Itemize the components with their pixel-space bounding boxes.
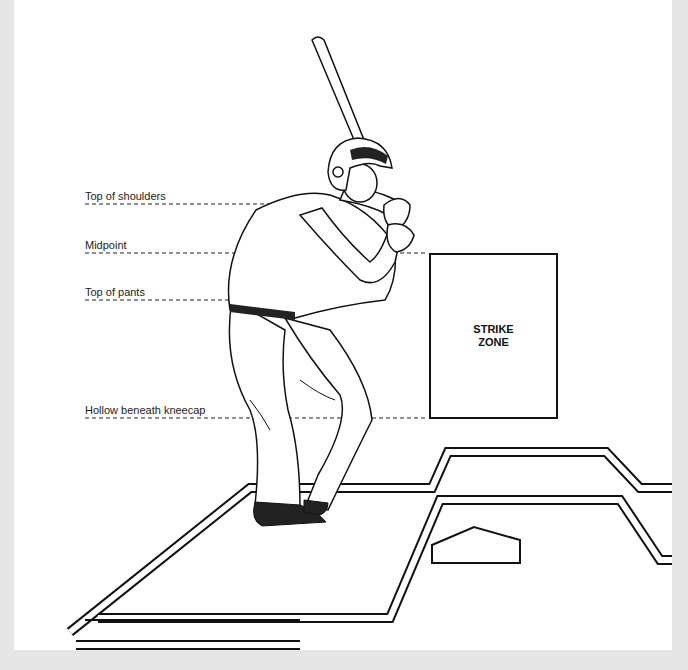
zone-label: STRIKE ZONE (464, 323, 524, 349)
level-label: Top of pants (85, 286, 145, 299)
level-label: Top of shoulders (85, 190, 166, 203)
level-label: Hollow beneath kneecap (85, 404, 205, 417)
strike-zone-box: STRIKE ZONE (429, 253, 558, 419)
level-label: Midpoint (85, 239, 127, 252)
